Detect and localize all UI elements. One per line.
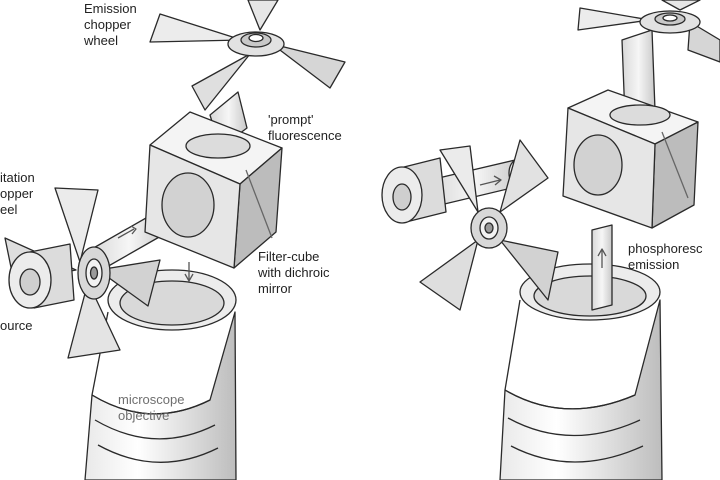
right-emission-beam: [591, 29, 656, 311]
excitation-chopper-wheel-label: itation opper eel: [0, 170, 35, 217]
right-panel: [381, 0, 720, 480]
filter-cube-label: Filter-cube with dichroic mirror: [258, 249, 330, 296]
right-light-source: [381, 157, 447, 224]
prompt-fluorescence-label: 'prompt' fluorescence: [268, 112, 342, 143]
left-microscope-objective: [84, 269, 237, 480]
emission-chopper-wheel-label: Emission chopper wheel: [84, 1, 137, 48]
right-excitation-chopper-wheel: [419, 139, 559, 311]
microscope-objective-label: microscope objective: [118, 392, 185, 423]
left-panel: [4, 0, 346, 480]
left-filter-cube: [144, 111, 283, 282]
right-microscope-objective: [499, 263, 663, 480]
source-label: ource: [0, 318, 33, 333]
right-filter-cube: [562, 89, 699, 229]
right-emission-chopper-wheel: [577, 0, 720, 63]
left-emission-chopper-wheel: [149, 0, 346, 111]
phosphorescence-emission-label: phosphoresc emission: [628, 241, 703, 272]
left-light-source: [8, 243, 75, 309]
